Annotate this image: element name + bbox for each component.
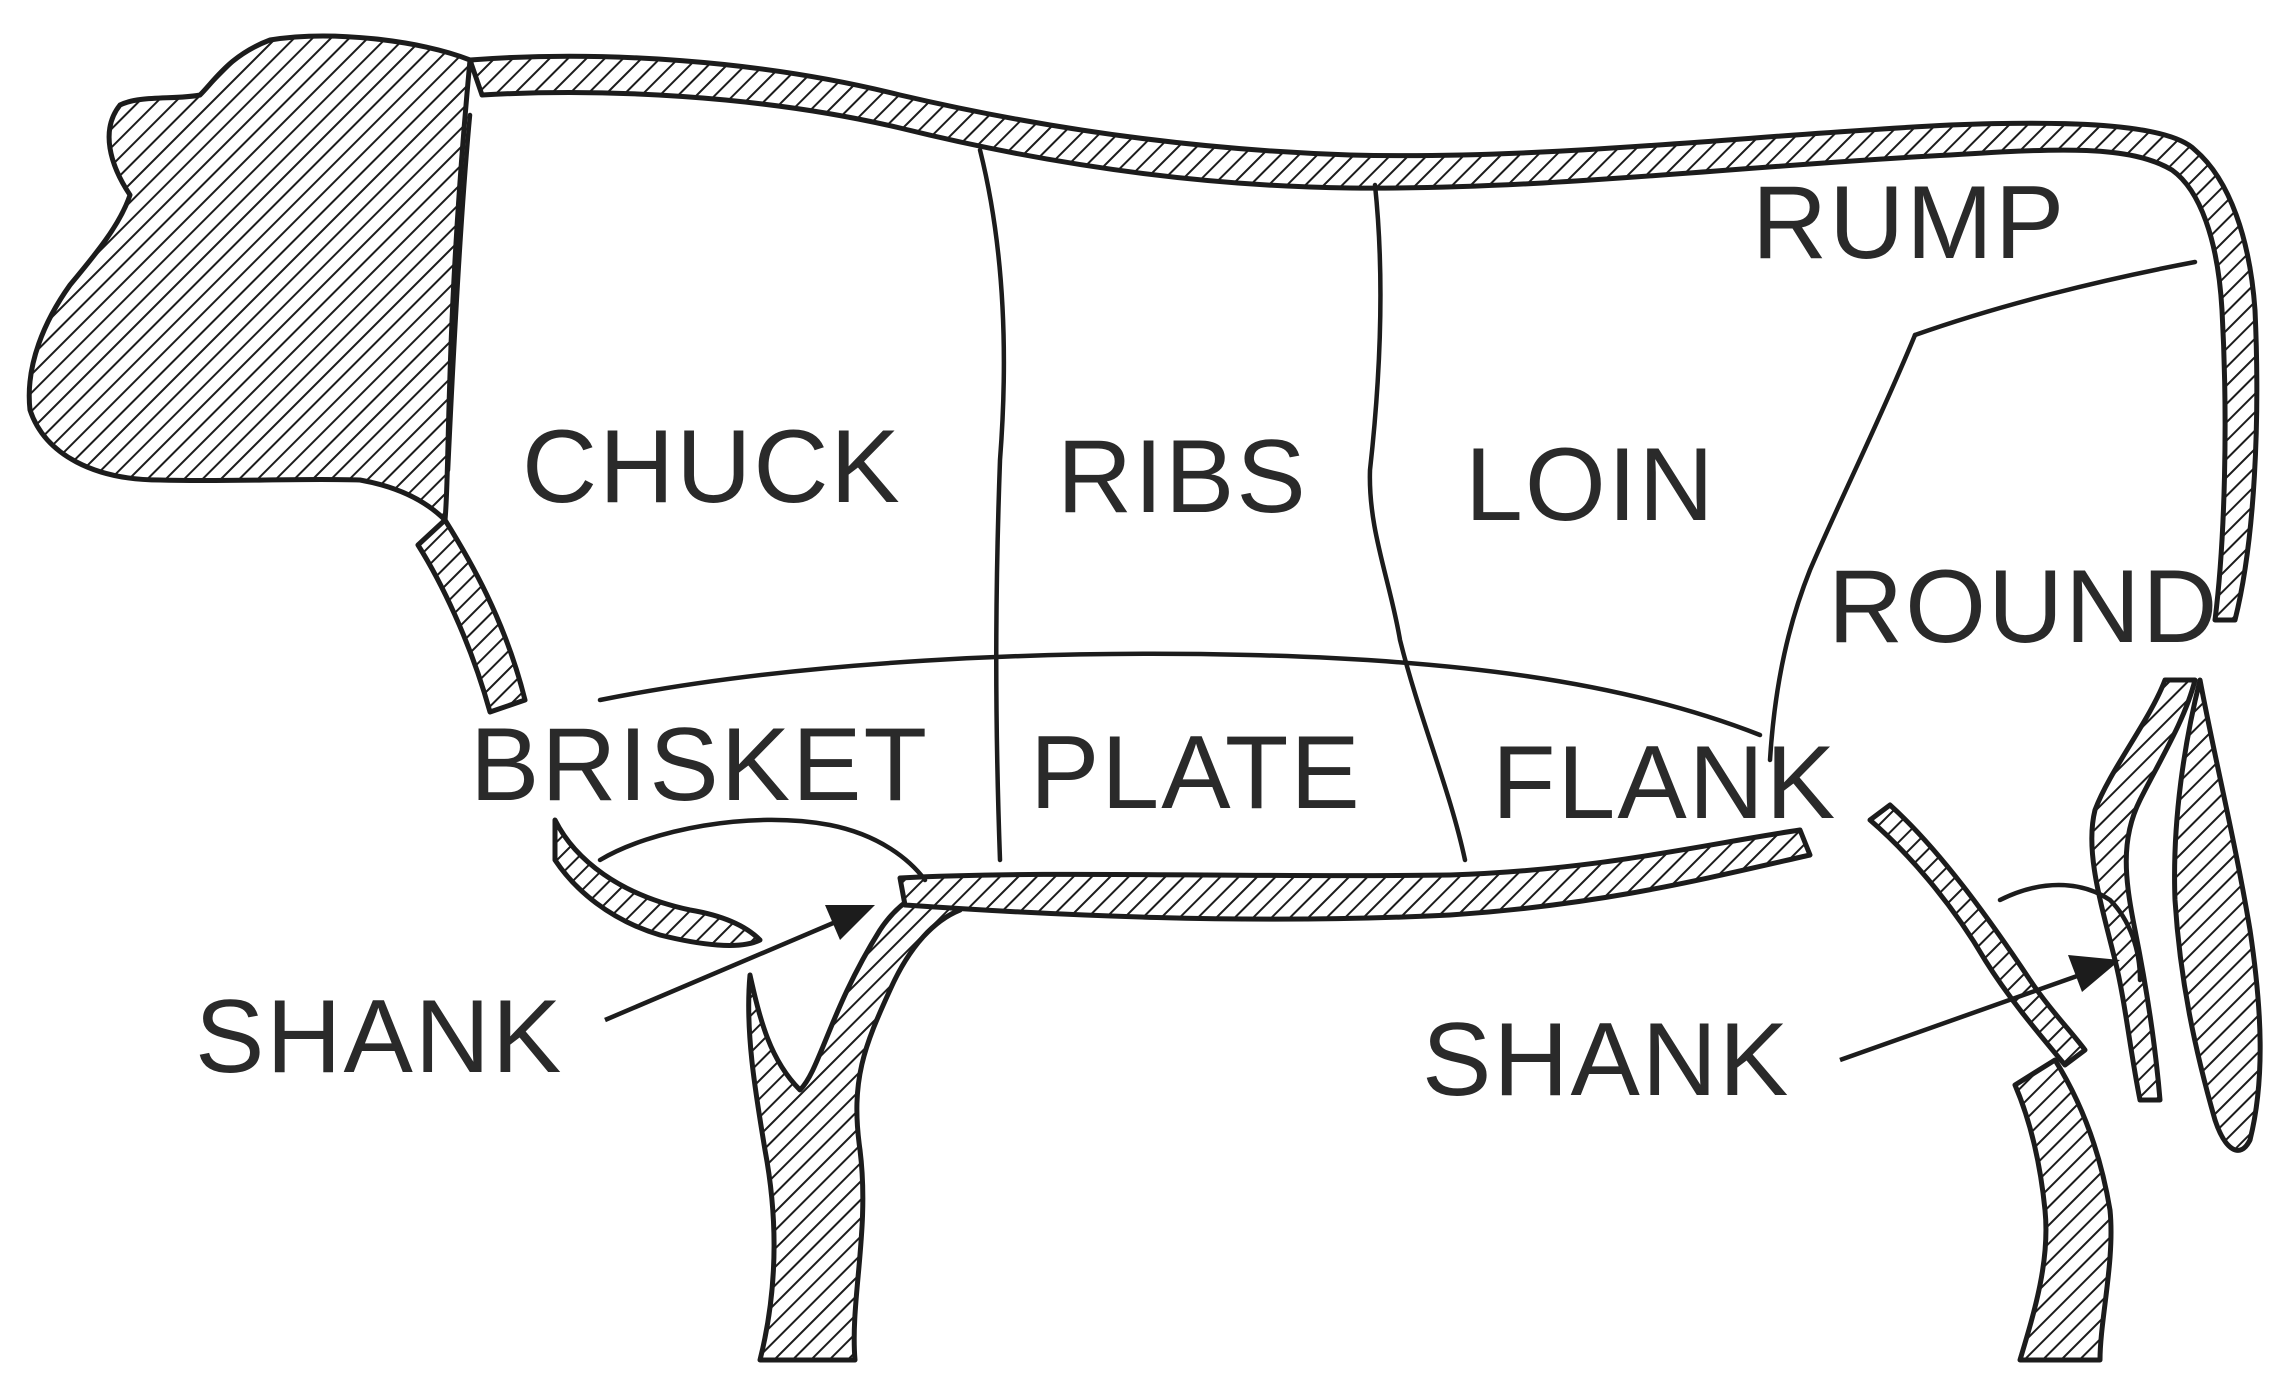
cut-line-brisket bbox=[600, 820, 925, 880]
cow-back bbox=[470, 56, 2257, 620]
cow-head bbox=[29, 36, 470, 520]
label-flank: FLANK bbox=[1492, 725, 1837, 841]
cow-chest bbox=[418, 520, 525, 712]
label-ribs: RIBS bbox=[1057, 419, 1308, 535]
cow-tail bbox=[2175, 680, 2261, 1150]
cow-belly bbox=[900, 830, 1810, 919]
label-plate: PLATE bbox=[1030, 715, 1362, 831]
label-round: ROUND bbox=[1828, 549, 2219, 665]
cow-front-leg bbox=[555, 820, 760, 945]
cut-line-ribs-right bbox=[1370, 185, 1465, 860]
cut-line-rump-round bbox=[1770, 335, 1915, 760]
label-chuck: CHUCK bbox=[522, 409, 902, 525]
label-loin: LOIN bbox=[1465, 427, 1716, 543]
label-rump: RUMP bbox=[1752, 165, 2066, 281]
cow-hind-leg-front bbox=[1870, 805, 2085, 1065]
cut-line-ribs-left bbox=[980, 150, 1004, 860]
label-shank-front: SHANK bbox=[195, 979, 563, 1095]
cow-hind-leg-lower bbox=[2015, 1060, 2111, 1360]
cow-front-leg-lower bbox=[749, 880, 960, 1360]
label-brisket: BRISKET bbox=[470, 707, 929, 823]
label-shank-hind: SHANK bbox=[1422, 1002, 1790, 1118]
